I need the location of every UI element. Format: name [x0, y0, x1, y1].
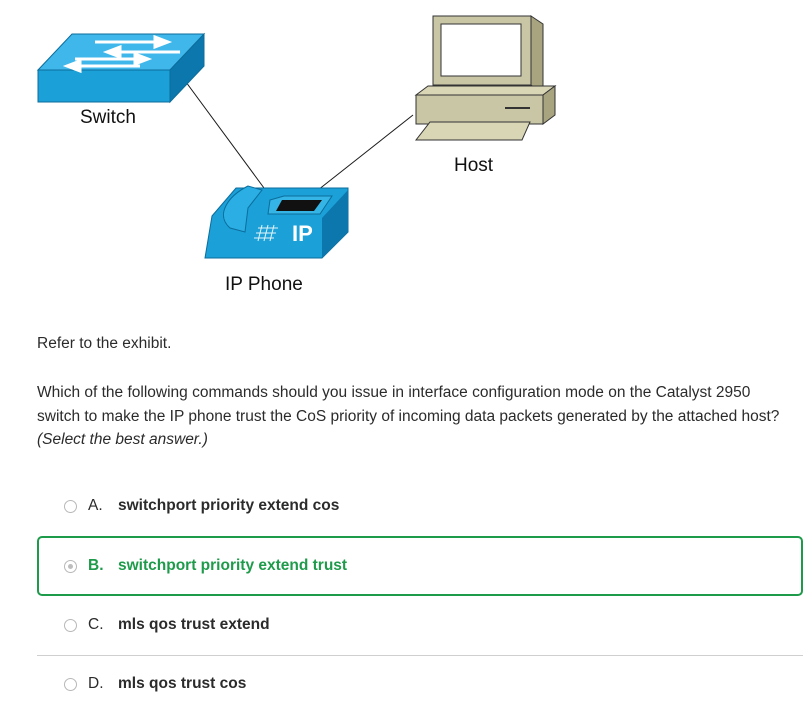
topology-diagram: IP	[36, 15, 557, 259]
radio-icon[interactable]	[64, 559, 77, 573]
question-hint: (Select the best answer.)	[37, 431, 208, 448]
option-letter: B.	[88, 557, 104, 574]
option-text: switchport priority extend trust	[118, 557, 348, 574]
answer-option-b[interactable]: B. switchport priority extend trust	[37, 536, 803, 596]
ip-badge: IP	[292, 221, 313, 246]
radio-icon[interactable]	[64, 677, 77, 691]
network-exhibit: IP Switch Host IP Phone	[0, 0, 812, 310]
switch-phone-cable	[182, 77, 265, 189]
host-label: Host	[454, 155, 494, 176]
ip-phone-label: IP Phone	[225, 274, 303, 295]
option-letter: A.	[88, 497, 103, 514]
question-text: Which of the following commands should y…	[37, 381, 797, 452]
refer-exhibit-text: Refer to the exhibit.	[37, 335, 172, 352]
answer-option-c[interactable]: C. mls qos trust extend	[37, 613, 803, 637]
option-text: mls qos trust cos	[118, 675, 247, 692]
option-divider	[37, 655, 803, 656]
answer-option-a[interactable]: A. switchport priority extend cos	[37, 494, 803, 518]
radio-icon[interactable]	[64, 499, 77, 513]
switch-label: Switch	[80, 107, 136, 128]
option-letter: C.	[88, 616, 104, 633]
question-body: Which of the following commands should y…	[37, 384, 780, 425]
ip-phone-icon: IP	[204, 185, 349, 259]
option-text: mls qos trust extend	[118, 616, 270, 633]
radio-icon[interactable]	[64, 618, 77, 632]
option-letter: D.	[88, 675, 104, 692]
host-computer-icon	[414, 15, 557, 141]
answer-option-d[interactable]: D. mls qos trust cos	[37, 672, 803, 696]
option-text: switchport priority extend cos	[118, 497, 340, 514]
phone-host-cable	[317, 114, 414, 191]
switch-icon	[36, 32, 206, 104]
